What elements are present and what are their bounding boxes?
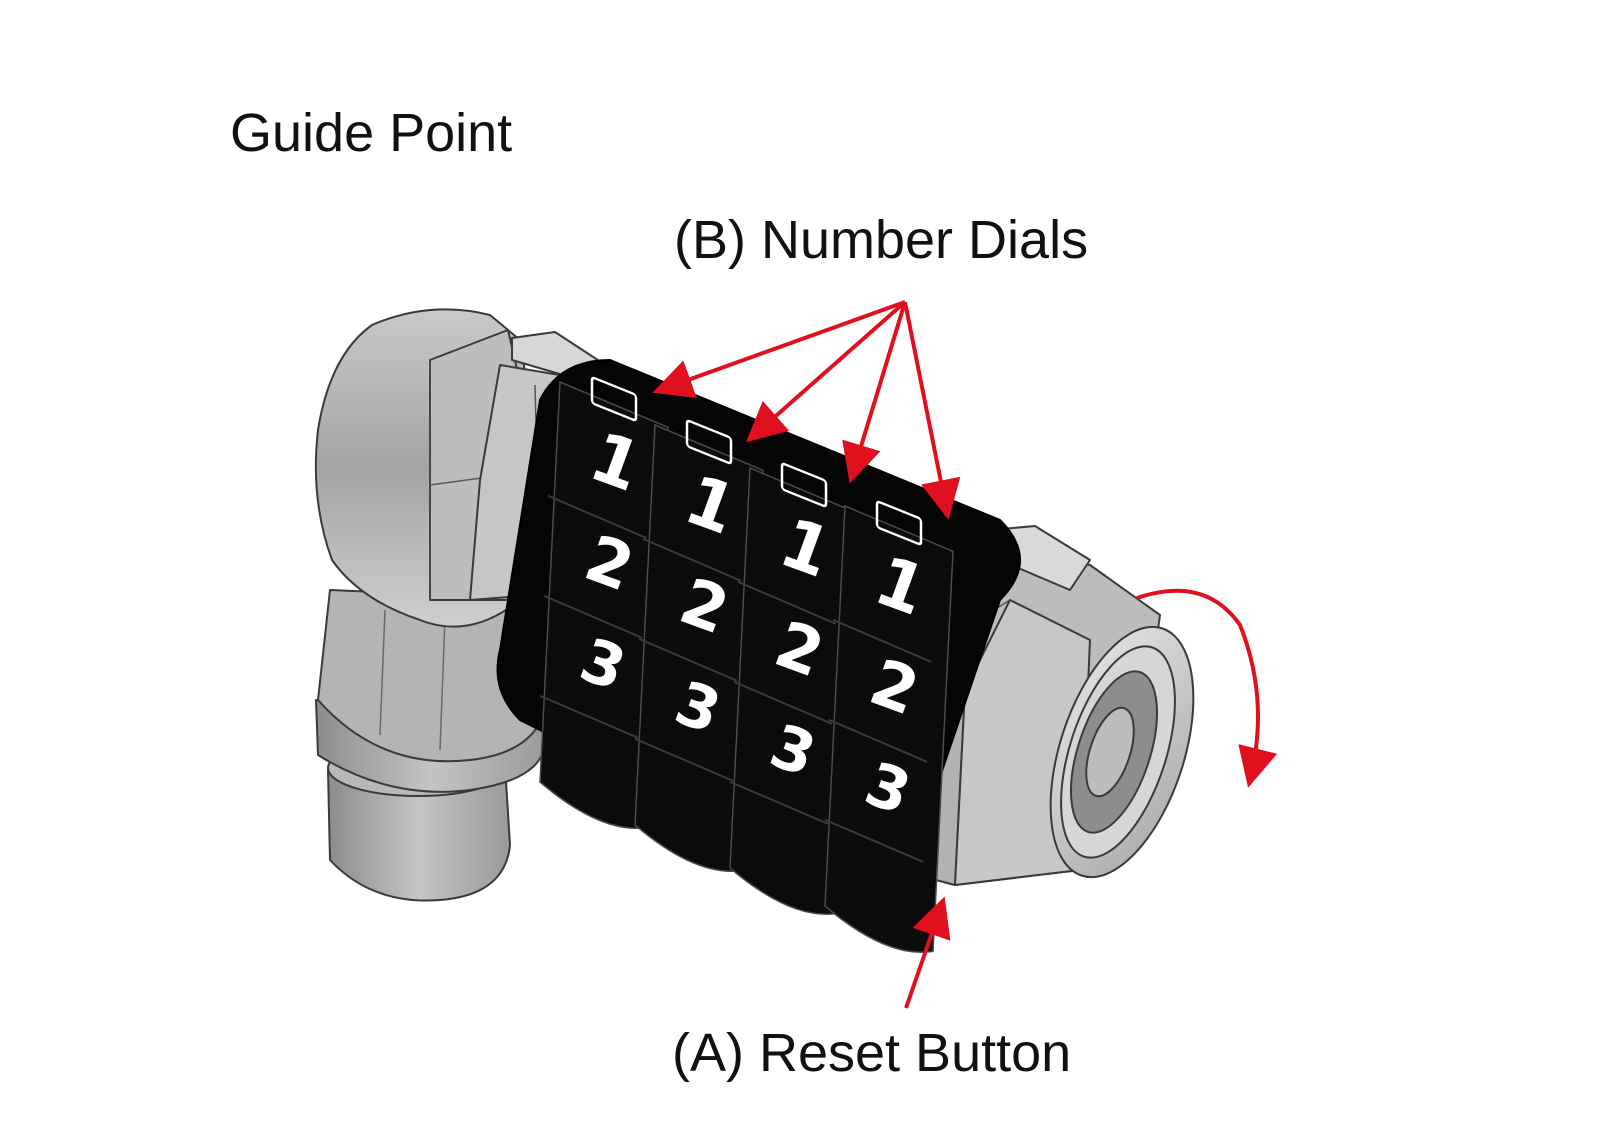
dial-separator bbox=[733, 680, 833, 725]
callout-arrow-dial-2 bbox=[746, 300, 907, 443]
number-dial-1[interactable]: 123 bbox=[539, 376, 669, 829]
rotation-direction-arrow bbox=[1136, 588, 1278, 788]
dial-separator bbox=[634, 737, 734, 782]
dial-separator bbox=[642, 537, 742, 582]
dial-separator bbox=[729, 780, 829, 825]
dial-separator bbox=[547, 494, 647, 539]
page-title: Guide Point bbox=[230, 103, 513, 163]
callout-arrow-dial-1 bbox=[652, 300, 906, 399]
number-dials-label: (B) Number Dials bbox=[674, 210, 1089, 270]
reset-button-callout-arrow bbox=[904, 896, 951, 1009]
dial-separator bbox=[539, 694, 639, 739]
dial-separator bbox=[828, 718, 928, 763]
dial-indicator-window bbox=[685, 419, 733, 465]
dial-indicator-window bbox=[875, 500, 923, 546]
dial-indicator-window bbox=[590, 376, 638, 422]
number-dial-3[interactable]: 123 bbox=[729, 462, 859, 915]
dial-band bbox=[824, 504, 954, 953]
callout-arrow-dial-3 bbox=[842, 301, 907, 484]
dial-separator bbox=[638, 637, 738, 682]
reset-button-label: (A) Reset Button bbox=[672, 1023, 1072, 1083]
dial-separator bbox=[737, 580, 837, 625]
callout-arrow-dial-4 bbox=[903, 301, 961, 520]
number-dial-4[interactable]: 123 bbox=[824, 500, 954, 953]
number-dial-2[interactable]: 123 bbox=[634, 419, 764, 872]
dial-separator bbox=[832, 618, 932, 663]
dial-indicator-window bbox=[780, 462, 828, 508]
number-dials-callout-arrows bbox=[652, 300, 961, 520]
dial-separator bbox=[824, 818, 924, 863]
dial-separator bbox=[543, 594, 643, 639]
